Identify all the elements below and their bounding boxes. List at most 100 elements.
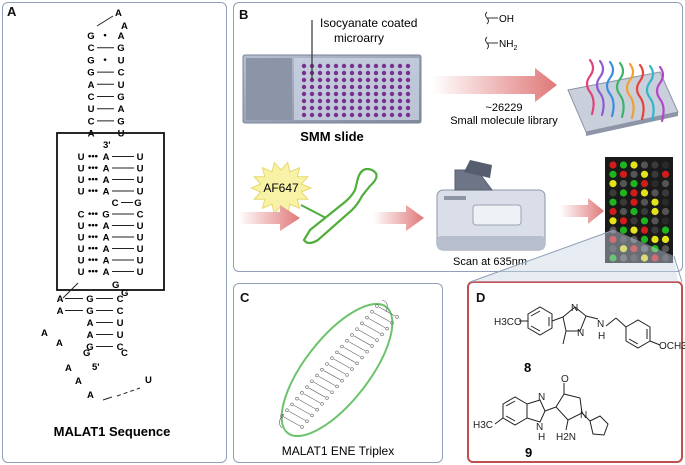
array-spot (309, 112, 315, 118)
scan-spot (619, 189, 628, 197)
a-loose-2: A (56, 338, 63, 349)
array-spot (389, 105, 395, 111)
arrow-to-array (560, 198, 604, 224)
triplex-base: A (103, 244, 110, 255)
triplex-box (56, 132, 165, 291)
scan-spot (651, 226, 659, 234)
triplex-base: U (137, 187, 144, 198)
array-spot (301, 70, 307, 76)
scan-spot (661, 198, 670, 206)
triplex-dots: ••• (88, 266, 99, 277)
array-spot (397, 63, 403, 69)
hairpin-base-right: C (118, 68, 125, 79)
triplex-base: U (78, 187, 85, 198)
panel-d (467, 281, 683, 463)
array-spot (333, 63, 339, 69)
scan-spot (630, 198, 638, 206)
af647-label: AF647 (263, 181, 299, 195)
array-spot (397, 105, 403, 111)
oh-group: OH (499, 14, 514, 25)
array-spot (301, 91, 307, 97)
triplex-dots: ••• (88, 255, 99, 266)
array-spot (317, 84, 323, 90)
af647-probe: AF647 (249, 161, 378, 245)
lower-base: C (117, 306, 124, 317)
compound-9-structure (494, 383, 609, 436)
arrow-to-scanner (373, 205, 424, 231)
triplex-base: A (103, 187, 110, 198)
scan-spot (651, 235, 659, 243)
array-spot (317, 77, 323, 83)
triplex-base: U (137, 244, 144, 255)
triplex-base: U (137, 164, 144, 175)
array-spot (389, 63, 395, 69)
array-spot (405, 77, 411, 83)
array-spot (349, 91, 355, 97)
scan-spot (651, 245, 659, 253)
c9-nh: N (536, 422, 543, 433)
scan-spot (661, 254, 670, 262)
array-spot (365, 105, 371, 111)
array-spot (389, 112, 395, 118)
u-end: U (145, 375, 152, 386)
microarray-dots (301, 63, 411, 118)
scan-spot (651, 170, 659, 178)
scan-spot (630, 245, 638, 253)
triplex-base: C (78, 210, 85, 221)
array-spot (325, 112, 331, 118)
scan-spot (640, 235, 649, 243)
array-spot (309, 91, 315, 97)
scan-spot (661, 235, 670, 243)
triplex-base: U (137, 233, 144, 244)
array-spot (397, 84, 403, 90)
scan-spot (640, 217, 649, 225)
array-spot (373, 70, 379, 76)
array-spot (365, 77, 371, 83)
compound-8-structure (519, 306, 661, 349)
coated-label-1: Isocyanate coated (320, 16, 417, 30)
triplex-dots: ••• (88, 174, 99, 185)
hairpin-base-left: C (88, 116, 95, 127)
hairpin-base-left: C (88, 43, 95, 54)
scan-spot (640, 180, 649, 188)
hairpin-base-right: A (118, 31, 125, 42)
array-spot (405, 91, 411, 97)
triplex-base: U (137, 256, 144, 267)
scan-spot (609, 207, 617, 216)
array-spot (381, 98, 387, 104)
hairpin-base-left: A (88, 129, 95, 140)
array-spot (365, 84, 371, 90)
triplex-base: C (112, 198, 119, 209)
three-prime-label: 3' (103, 140, 111, 151)
scan-spot (651, 254, 659, 262)
scan-spot (630, 226, 638, 234)
c9-n-top: N (538, 392, 545, 403)
scan-spot (640, 198, 649, 206)
rna-probe-shape (302, 167, 378, 245)
triplex-base: A (103, 152, 110, 163)
array-spot (397, 112, 403, 118)
c9-o: O (561, 374, 569, 385)
arrow-to-probe (238, 205, 300, 231)
scan-spot (609, 245, 617, 253)
hairpin-base-left: G (87, 55, 94, 66)
array-spot (389, 70, 395, 76)
loop-a1: A (115, 8, 122, 19)
array-spot (349, 105, 355, 111)
panel-c (233, 283, 443, 463)
library-compound (655, 65, 665, 123)
array-spot (325, 98, 331, 104)
array-spot (373, 63, 379, 69)
a-loose-1: A (41, 328, 48, 339)
scan-result-array (605, 157, 673, 263)
scan-spot (651, 217, 659, 225)
array-spot (357, 77, 363, 83)
scan-spot (661, 245, 670, 253)
scan-spot (640, 170, 649, 178)
triplex-base: A (103, 267, 110, 278)
scan-spot (609, 161, 617, 169)
lower-base: A (57, 306, 64, 317)
